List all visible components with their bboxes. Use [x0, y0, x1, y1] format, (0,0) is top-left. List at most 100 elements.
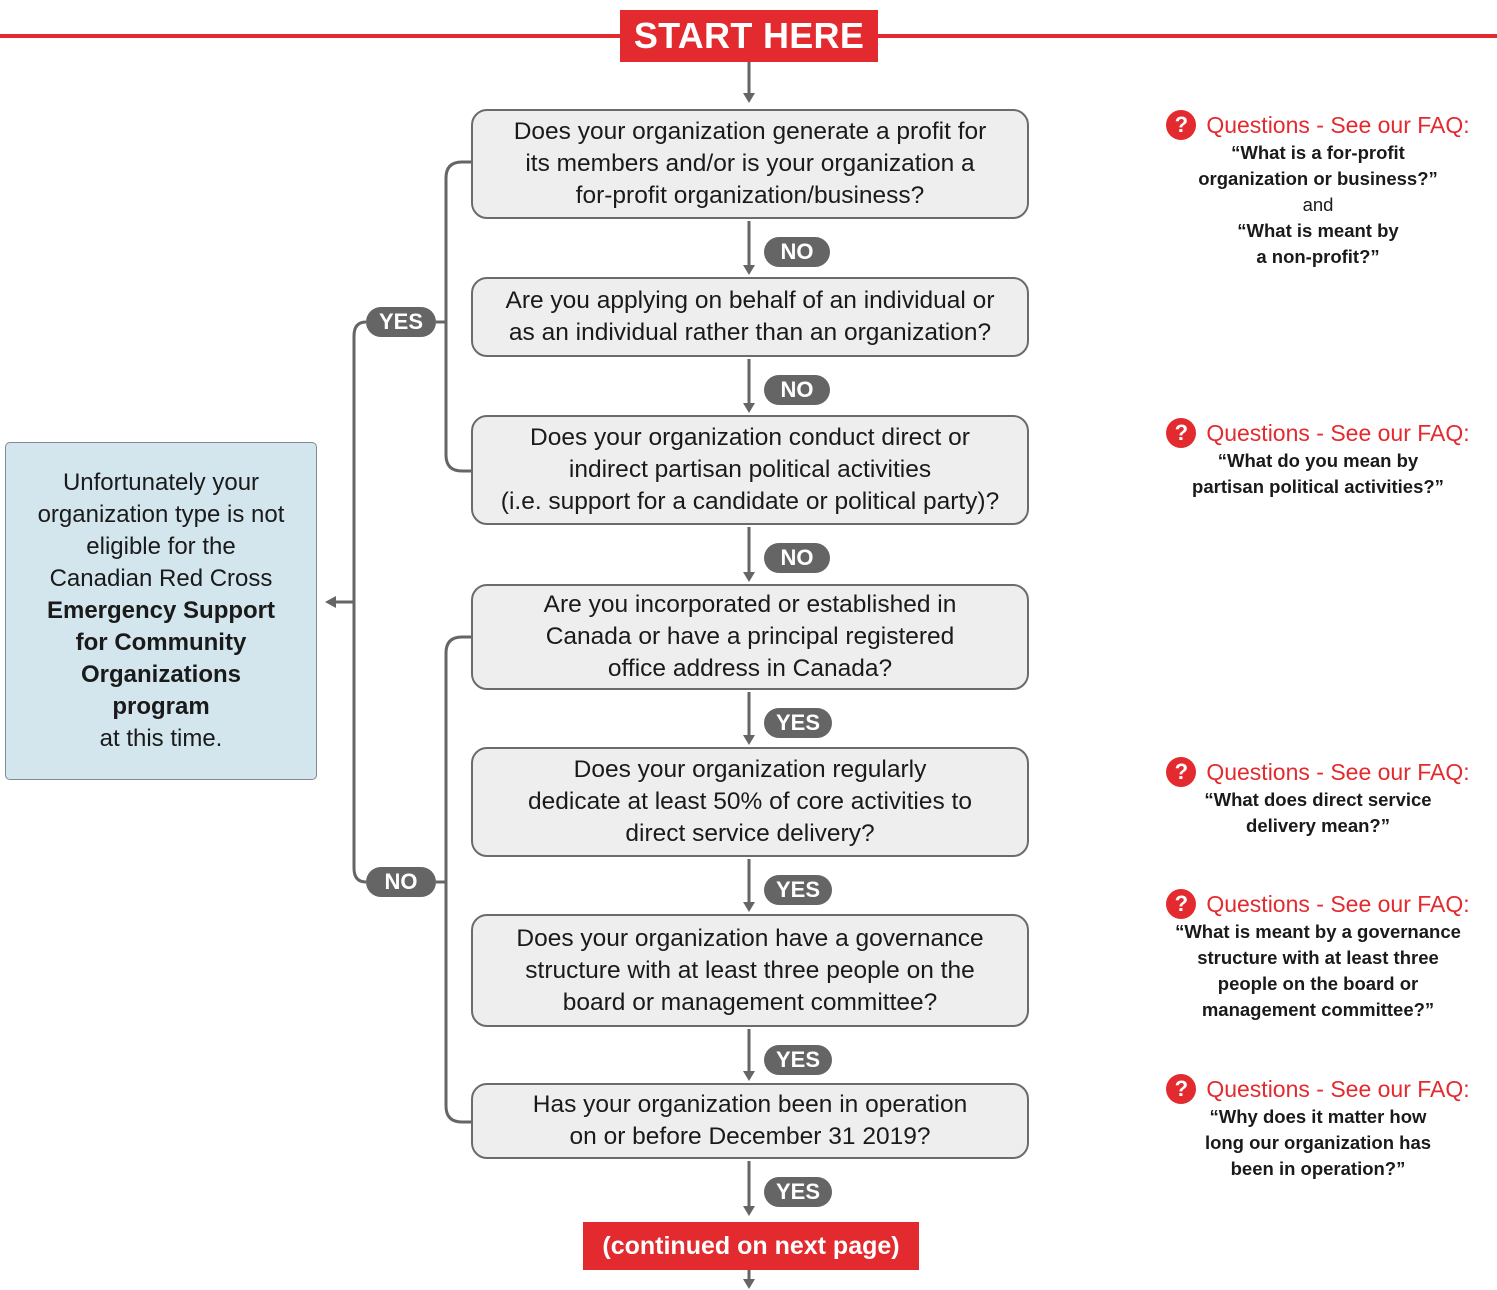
flow-arrow-arrowhead: [743, 735, 755, 745]
faq-question: “What is meant by a governance structure …: [1128, 919, 1497, 1023]
top-rule-right: [878, 34, 1497, 38]
program-name-line: Emergency Support: [46, 597, 276, 624]
question-circle-icon: ?: [1166, 1074, 1197, 1104]
question-line: structure with at least three people on …: [525, 956, 975, 984]
question-circle-icon: ?: [1166, 110, 1197, 140]
faq-question-line: been in operation?”: [1230, 1158, 1406, 1179]
faq-question-line: management committee?”: [1201, 999, 1435, 1020]
result-line: Unfortunately your: [62, 469, 260, 496]
faq-note: ?Questions - See our FAQ:“What is a for-…: [1128, 110, 1497, 270]
faq-note: ?Questions - See our FAQ:“Why does it ma…: [1128, 1074, 1497, 1182]
question-box: Does your organization generate a profit…: [471, 109, 1029, 219]
ineligible-result-box: Unfortunately your organization type is n…: [5, 442, 317, 780]
top-rule-left: [0, 34, 620, 38]
result-outro: at this time.: [99, 725, 223, 752]
branch-pill-yes: YES: [366, 307, 436, 337]
faq-heading[interactable]: ? Questions - See our FAQ:: [1128, 1074, 1497, 1104]
question-line: Canada or have a principal registered: [545, 623, 955, 650]
question-line: indirect partisan political activities: [568, 456, 932, 483]
question-box: Has your organization been in operation o…: [471, 1083, 1029, 1159]
flow-arrow-arrowhead: [743, 403, 755, 413]
flow-arrow-arrowhead: [743, 265, 755, 275]
faq-question-line: “What is meant by: [1237, 220, 1399, 241]
continue-arrow-arrowhead: [743, 1279, 755, 1289]
question-line: Does your organization regularly: [573, 756, 927, 783]
question-line: direct service delivery?: [625, 820, 875, 847]
faq-heading-text: Questions - See our FAQ:: [1206, 1076, 1470, 1102]
faq-heading-text: Questions - See our FAQ:: [1206, 891, 1470, 917]
faq-question-line: “Why does it matter how: [1209, 1106, 1427, 1127]
faq-question: “What does direct service delivery mean?”: [1128, 787, 1497, 839]
program-name-line: program: [112, 693, 210, 720]
question-line: for-profit organization/business?: [575, 182, 925, 209]
faq-heading[interactable]: ? Questions - See our FAQ:: [1128, 889, 1497, 919]
question-line: Does your organization have a governance: [516, 924, 984, 952]
flow-arrow-arrowhead: [743, 1206, 755, 1216]
question-line: Has your organization been in operation: [532, 1091, 968, 1118]
answer-pill-yes: YES: [764, 1177, 832, 1207]
faq-heading-text: Questions - See our FAQ:: [1206, 112, 1470, 138]
program-name-line: Organizations: [80, 661, 241, 688]
question-box: Are you applying on behalf of an individ…: [471, 277, 1029, 357]
question-line: its members and/or is your organization …: [525, 150, 975, 177]
faq-question-line: “What is a for-profit: [1231, 142, 1405, 163]
result-arrowhead: [325, 596, 336, 608]
question-line: board or management committee?: [562, 988, 938, 1016]
question-line: Does your organization conduct direct or: [530, 424, 970, 451]
faq-heading[interactable]: ? Questions - See our FAQ:: [1128, 757, 1497, 787]
faq-question-line: people on the board or: [1217, 973, 1419, 994]
flow-arrow-arrowhead: [743, 902, 755, 912]
question-line: Does your organization generate a profit…: [513, 118, 987, 145]
faq-question: “What do you mean by partisan political a…: [1128, 448, 1497, 500]
faq-question-line: a non-profit?”: [1256, 246, 1380, 267]
question-circle-icon: ?: [1166, 889, 1197, 919]
answer-pill-no: NO: [764, 543, 830, 573]
question-line: Are you incorporated or established in: [543, 591, 957, 618]
program-name-line: for Community: [75, 629, 247, 656]
faq-heading[interactable]: ? Questions - See our FAQ:: [1128, 418, 1497, 448]
faq-question-line: and: [1302, 194, 1334, 215]
faq-question-line: long our organization has: [1204, 1132, 1432, 1153]
question-line: as an individual rather than an organiza…: [508, 319, 992, 346]
question-box: Does your organization have a governance…: [471, 914, 1029, 1027]
answer-pill-yes: YES: [764, 708, 832, 738]
question-box: Does your organization regularly dedicate…: [471, 747, 1029, 857]
question-line: dedicate at least 50% of core activities…: [528, 788, 972, 815]
faq-question-line: “What do you mean by: [1217, 450, 1419, 471]
question-circle-icon: ?: [1166, 757, 1197, 787]
question-line: Are you applying on behalf of an individ…: [505, 287, 995, 314]
flow-arrow-arrowhead: [743, 572, 755, 582]
result-line: Canadian Red Cross: [49, 565, 273, 592]
question-line: (i.e. support for a candidate or politic…: [500, 488, 1000, 515]
faq-question-line: organization or business?”: [1198, 168, 1438, 189]
faq-question-line: partisan political activities?”: [1192, 476, 1444, 497]
answer-pill-no: NO: [764, 237, 830, 267]
yes-group-bracket: [444, 160, 471, 473]
faq-question-line: “What is meant by a governance: [1175, 921, 1461, 942]
start-here-banner: START HERE: [620, 10, 878, 62]
question-box: Does your organization conduct direct or…: [471, 415, 1029, 525]
faq-question-line: “What does direct service: [1204, 789, 1432, 810]
answer-pill-no: NO: [764, 375, 830, 405]
result-line: eligible for the: [86, 533, 236, 560]
branch-pill-no: NO: [366, 867, 436, 897]
start-arrow-arrowhead: [743, 93, 755, 103]
faq-heading-text: Questions - See our FAQ:: [1206, 420, 1470, 446]
faq-question-line: structure with at least three: [1197, 947, 1439, 968]
question-box: Are you incorporated or established in Ca…: [471, 584, 1029, 690]
faq-question: “What is a for-profit organization or bus…: [1128, 140, 1497, 270]
faq-heading[interactable]: ? Questions - See our FAQ:: [1128, 110, 1497, 140]
faq-note: ?Questions - See our FAQ:“What does dire…: [1128, 757, 1497, 839]
answer-pill-yes: YES: [764, 875, 832, 905]
faq-question-line: delivery mean?”: [1246, 815, 1390, 836]
no-group-bracket: [444, 635, 471, 1124]
faq-heading-text: Questions - See our FAQ:: [1206, 759, 1470, 785]
question-line: on or before December 31 2019?: [569, 1123, 931, 1150]
result-line: organization type is not: [37, 501, 285, 528]
question-circle-icon: ?: [1166, 418, 1197, 448]
faq-note: ?Questions - See our FAQ:“What do you me…: [1128, 418, 1497, 500]
faq-question: “Why does it matter how long our organiza…: [1128, 1104, 1497, 1182]
question-line: office address in Canada?: [607, 655, 893, 682]
